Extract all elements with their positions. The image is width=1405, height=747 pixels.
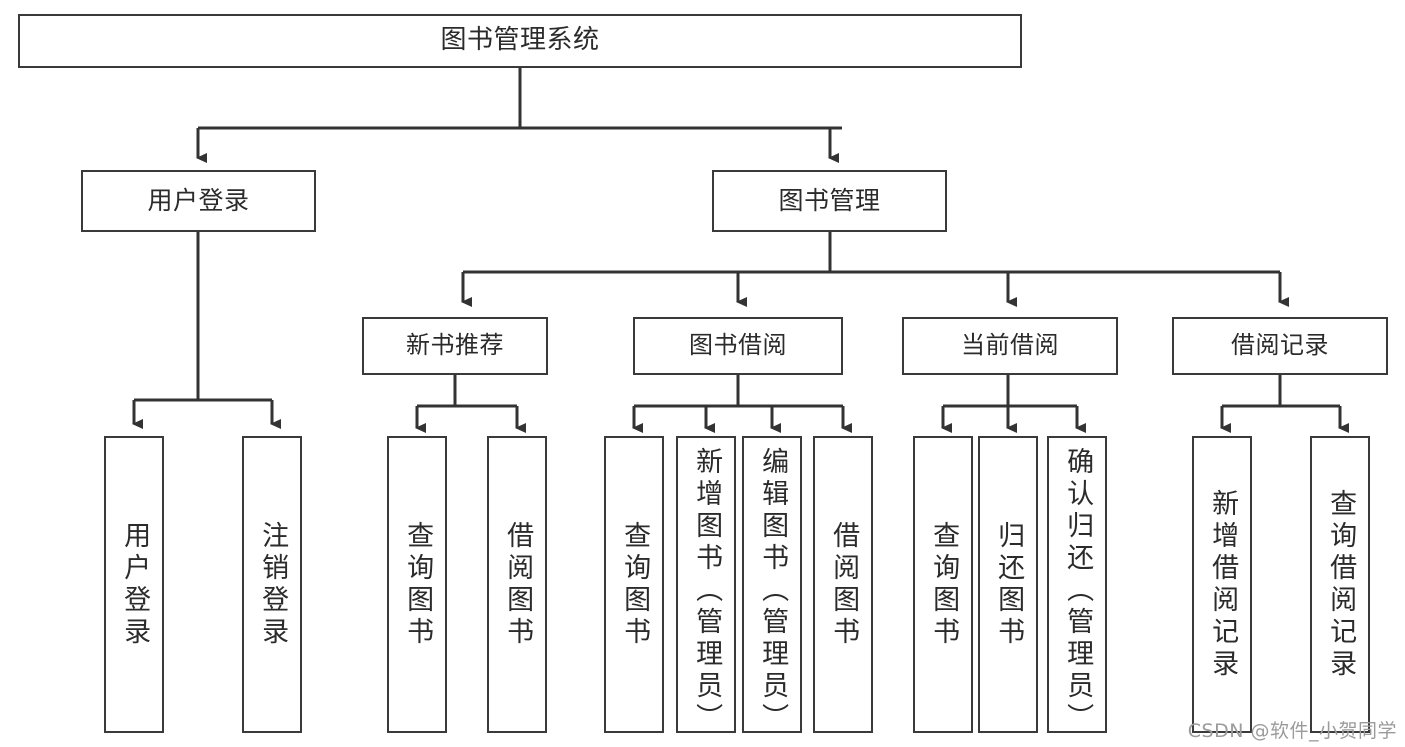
node-current-borrow[interactable]: 当前借阅 [902, 317, 1118, 375]
node-label: 查询图书 [619, 520, 651, 649]
node-label: 新增借阅记录 [1207, 488, 1239, 681]
leaf-add-borrow-record[interactable]: 新增借阅记录 [1192, 436, 1252, 733]
node-label: 图书借阅 [689, 331, 787, 360]
node-new-book-recommend[interactable]: 新书推荐 [362, 317, 548, 375]
node-root-system[interactable]: 图书管理系统 [18, 14, 1022, 68]
leaf-confirm-return-admin[interactable]: 确认归还（管理员） [1047, 436, 1107, 733]
leaf-query-borrow-record[interactable]: 查询借阅记录 [1310, 436, 1370, 733]
node-label: 查询图书 [402, 520, 434, 649]
node-label: 用户登录 [119, 520, 151, 649]
node-label: 注销登录 [257, 520, 289, 649]
node-label: 借阅记录 [1231, 331, 1329, 360]
leaf-new-book-query[interactable]: 查询图书 [387, 436, 447, 733]
node-label: 查询借阅记录 [1325, 488, 1357, 681]
leaf-user-login[interactable]: 用户登录 [104, 436, 164, 733]
leaf-borrow-book[interactable]: 借阅图书 [813, 436, 873, 733]
node-book-borrow[interactable]: 图书借阅 [633, 317, 843, 375]
node-label: 新增图书（管理员） [691, 446, 723, 733]
node-user-login[interactable]: 用户登录 [81, 170, 316, 232]
node-label: 归还图书 [993, 520, 1025, 649]
node-borrow-record[interactable]: 借阅记录 [1172, 317, 1388, 375]
node-label: 图书管理系统 [440, 25, 600, 56]
node-label: 编辑图书（管理员） [757, 446, 789, 733]
node-label: 借阅图书 [828, 520, 860, 649]
node-label: 当前借阅 [961, 331, 1059, 360]
node-label: 新书推荐 [406, 331, 504, 360]
node-book-management[interactable]: 图书管理 [712, 170, 947, 232]
leaf-logout[interactable]: 注销登录 [242, 436, 302, 733]
leaf-edit-book-admin[interactable]: 编辑图书（管理员） [742, 436, 802, 733]
node-label: 借阅图书 [502, 520, 534, 649]
node-label: 用户登录 [147, 185, 250, 215]
watermark-csdn: CSDN @软件_小贺同学 [1187, 720, 1397, 742]
node-label: 确认归还（管理员） [1062, 446, 1094, 733]
leaf-current-query-book[interactable]: 查询图书 [913, 436, 973, 733]
leaf-new-book-borrow[interactable]: 借阅图书 [487, 436, 547, 733]
leaf-borrow-query-book[interactable]: 查询图书 [604, 436, 664, 733]
node-label: 图书管理 [778, 185, 881, 215]
leaf-return-book[interactable]: 归还图书 [978, 436, 1038, 733]
node-label: 查询图书 [928, 520, 960, 649]
leaf-add-book-admin[interactable]: 新增图书（管理员） [676, 436, 736, 733]
